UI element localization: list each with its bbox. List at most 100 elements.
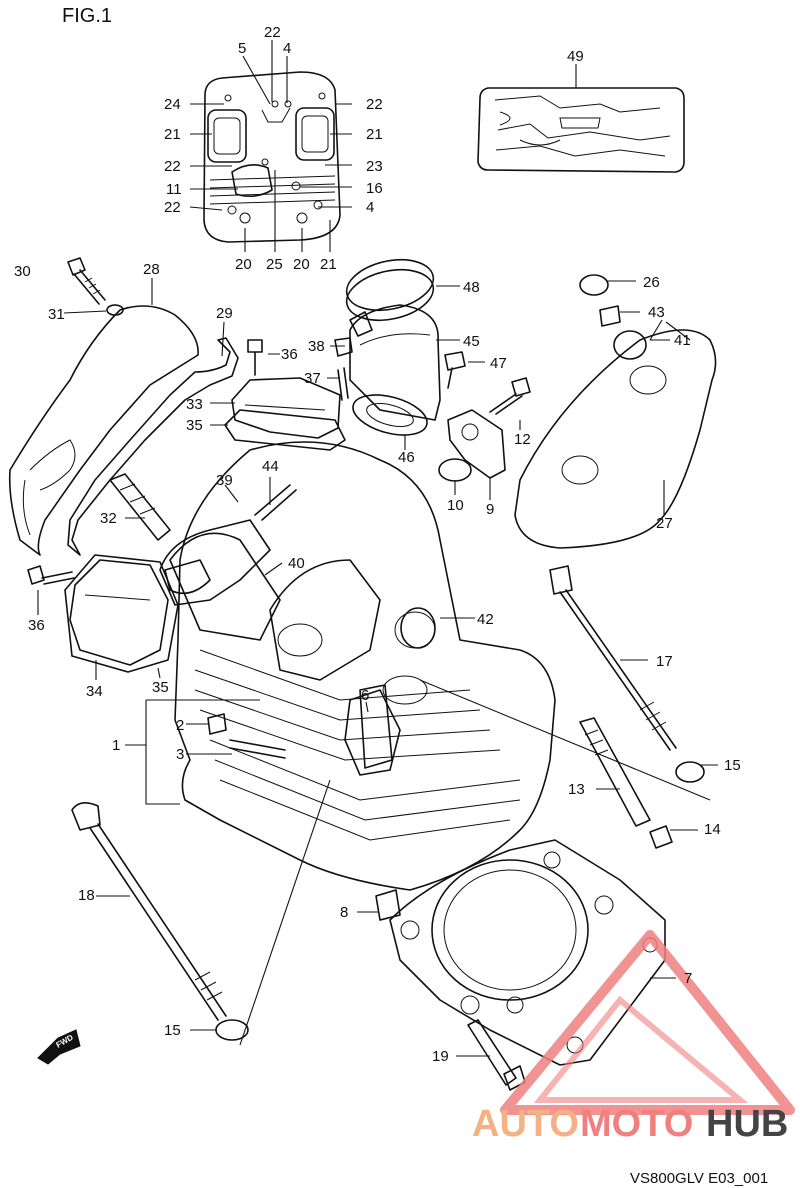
callout-40: 40 (288, 555, 305, 572)
part-33-cover (231, 377, 341, 439)
callout-21: 21 (366, 126, 383, 143)
callout-13: 13 (568, 781, 585, 798)
callout-31: 31 (48, 306, 65, 323)
callout-22: 22 (164, 158, 181, 175)
part-8-dowel (375, 889, 401, 921)
part-41-grommet (613, 330, 647, 360)
callout-29: 29 (216, 305, 233, 322)
callout-16: 16 (366, 180, 383, 197)
part-6-pipe (359, 684, 393, 769)
callout-36: 36 (281, 346, 298, 363)
callout-4: 4 (366, 199, 374, 216)
part-19-bolt (467, 1019, 526, 1091)
callout-20: 20 (293, 256, 310, 273)
callout-33: 33 (186, 396, 203, 413)
part-9-housing (447, 409, 506, 479)
callout-23: 23 (366, 158, 383, 175)
part-48-clamp (345, 259, 435, 337)
watermark-moto: MOTO (580, 1103, 693, 1145)
part-49-gasket (477, 87, 685, 173)
leader-lines (37, 40, 718, 1057)
part-1-cylinder-head (164, 441, 556, 891)
callout-15: 15 (724, 757, 741, 774)
part-37-stud (337, 367, 349, 401)
callout-26: 26 (643, 274, 660, 291)
callout-25: 25 (266, 256, 283, 273)
part-3-stud (229, 739, 286, 759)
callout-42: 42 (477, 611, 494, 628)
callout-2: 2 (176, 717, 184, 734)
watermark: AUTO MOTO HUB (472, 930, 795, 1145)
part-2-pin (207, 713, 227, 735)
fwd-arrow-icon: FWD (37, 1029, 81, 1065)
part-10-oring (438, 458, 472, 482)
part-17-bolt (549, 565, 677, 751)
callout-7: 7 (684, 970, 692, 987)
callout-39: 39 (216, 472, 233, 489)
callout-43: 43 (648, 304, 665, 321)
callout-34: 34 (86, 683, 103, 700)
callout-14: 14 (704, 821, 721, 838)
callout-12: 12 (514, 431, 531, 448)
callout-35: 35 (186, 417, 203, 434)
part-14-nut (649, 825, 673, 849)
diagram-code: VS800GLV E03_001 (630, 1170, 768, 1187)
callout-18: 18 (78, 887, 95, 904)
callout-22: 22 (264, 24, 281, 41)
callout-22: 22 (366, 96, 383, 113)
callout-1: 1 (112, 737, 120, 754)
callout-24: 24 (164, 96, 181, 113)
callout-labels: 22 5 4 24 22 21 21 22 23 11 16 22 4 20 2… (14, 24, 741, 1065)
part-29-gasket (67, 337, 239, 556)
part-12-bolt (489, 377, 531, 415)
callout-5: 5 (238, 40, 246, 57)
callout-11: 11 (166, 181, 182, 198)
callout-21: 21 (320, 256, 337, 273)
callout-47: 47 (490, 355, 507, 372)
part-43-bushing (599, 305, 621, 327)
callout-35: 35 (152, 679, 169, 696)
part-13-bolt (579, 717, 651, 827)
part-15a-washer (675, 761, 705, 783)
callout-22: 22 (164, 199, 181, 216)
part-40-outlet (159, 519, 271, 606)
part-47-bolt (444, 351, 466, 389)
callout-21: 21 (164, 126, 181, 143)
part-32-spark-plug (109, 473, 171, 541)
part-30-bolt (67, 257, 106, 305)
callout-9: 9 (486, 501, 494, 518)
callout-36: 36 (28, 617, 45, 634)
callout-27: 27 (656, 515, 673, 532)
callout-28: 28 (143, 261, 160, 278)
part-35-gasket (224, 409, 346, 451)
callout-20: 20 (235, 256, 252, 273)
figure-title: FIG.1 (62, 5, 112, 27)
callout-48: 48 (463, 279, 480, 296)
part-27-cover (514, 329, 717, 549)
part-38-nut (334, 337, 353, 357)
part-34-cover (69, 559, 169, 666)
callout-17: 17 (656, 653, 673, 670)
callout-41: 41 (674, 332, 691, 349)
part-46-gasket (352, 394, 428, 436)
part-31-washer (106, 304, 124, 316)
callout-46: 46 (398, 449, 415, 466)
part-18-bolt (71, 802, 227, 1021)
callout-45: 45 (463, 333, 480, 350)
callout-19: 19 (432, 1048, 449, 1065)
part-44-stud (254, 484, 297, 521)
part-42-plug (400, 607, 436, 649)
callout-38: 38 (308, 338, 325, 355)
part-7-gasket (389, 839, 666, 1066)
callout-37: 37 (304, 370, 321, 387)
callout-32: 32 (100, 510, 117, 527)
callout-6: 6 (361, 687, 369, 704)
callout-30: 30 (14, 263, 31, 280)
callout-4: 4 (283, 40, 291, 57)
part-28-cover (8, 305, 199, 556)
callout-44: 44 (262, 458, 279, 475)
part-36-bolt (247, 339, 263, 376)
part-45-intake-pipe (349, 304, 441, 421)
watermark-auto: AUTO (472, 1103, 579, 1145)
